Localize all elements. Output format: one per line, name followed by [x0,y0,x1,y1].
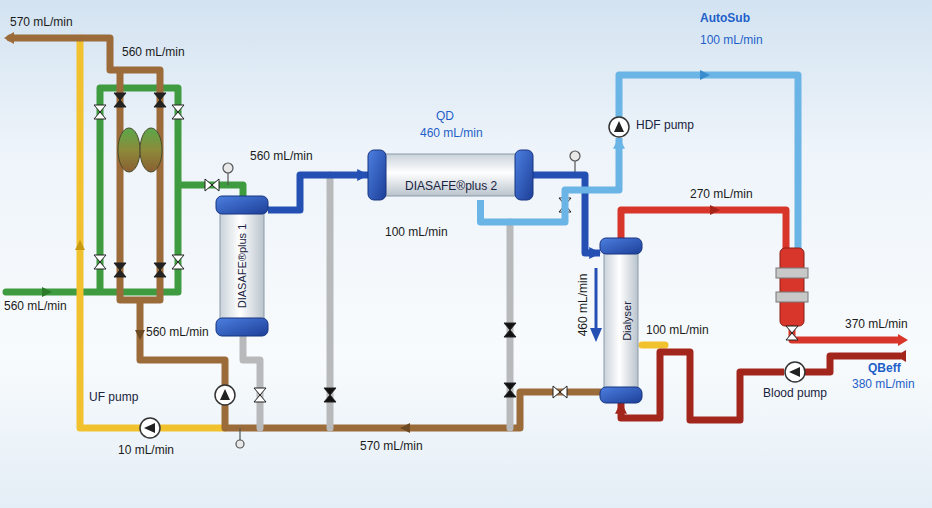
flow-rate: 10 mL/min [118,444,174,458]
flow-rate: 270 mL/min [690,188,753,202]
pipe-work [6,88,243,292]
pipe-work [619,75,798,250]
valve [94,105,106,119]
pump-symbol [784,361,806,383]
flow-arrow [75,240,85,250]
pipe-work [10,38,600,428]
flow-arrow [595,268,598,330]
flow-arrow [4,32,14,44]
flow-rate: 460 mL/min [420,127,483,141]
pump-symbol [608,116,630,138]
flow-rate: 100 mL/min [646,324,709,338]
valve [154,263,166,277]
flush-pump [215,385,235,405]
pipe-work [243,175,510,428]
pump: HDF pump [608,116,630,138]
flow-rate: 560 mL/min [146,326,209,340]
flow-rate: 570 mL/min [360,440,423,454]
valve [114,263,126,277]
filter: DIASAFE®plus 1 [216,196,268,336]
pressure-gauge [239,428,240,440]
pressure-gauge [236,440,244,448]
valve [172,105,184,119]
flow-rate: 380 mL/min [852,378,915,392]
valve [324,388,336,402]
valve [254,388,266,402]
valve [172,255,184,269]
flow-rate: 560 mL/min [4,300,67,314]
pressure-gauge [570,151,580,161]
valve [94,255,106,269]
flow-arrow [896,350,906,362]
balance-chamber [118,128,162,172]
valve [504,323,516,337]
pipe-work [80,38,225,428]
pipe-work [6,38,900,428]
flow-rate: QD [436,110,454,124]
pump-label: Blood pump [763,387,827,401]
valve [553,386,567,398]
pump-symbol [139,417,161,439]
drip-chamber [776,292,808,302]
component-label: DIASAFE®plus 1 [236,224,249,309]
flow-rate: 560 mL/min [122,46,185,60]
flush-pump [215,385,235,405]
valve [205,179,219,191]
balance-chamber [140,128,162,172]
flush-pump [220,389,230,400]
pressure-gauge [227,172,228,185]
line-name: AutoSub [700,12,750,26]
filter: Dialyser [600,238,642,403]
drip-chamber [780,248,804,326]
pump: UF pump [139,417,161,439]
drip-chamber [776,248,808,326]
flow-arrow [700,70,710,80]
filter: DIASAFE®plus 2 [368,150,533,200]
flow-rate: 100 mL/min [385,226,448,240]
flow-arrow [400,423,410,433]
pressure-gauge [223,163,233,173]
valve [786,326,798,340]
flow-arrow [710,205,720,215]
flow-arrow [898,334,908,346]
balance-chamber [118,128,140,172]
flow-arrow [42,287,52,297]
pump-label: UF pump [89,391,138,405]
drip-chamber [776,268,808,278]
flow-arrow [590,328,602,342]
component-label: DIASAFE®plus 2 [405,180,497,194]
flow-rate: 570 mL/min [10,16,73,30]
pump: Blood pump [784,361,806,383]
flow-arrow [135,330,145,340]
flow-rate: 460 mL/min [577,274,591,337]
flow-rate: 560 mL/min [250,150,313,164]
flow-rate: 100 mL/min [700,34,763,48]
pipe-work [642,342,665,349]
flow-pipe [268,175,368,210]
flow-pipe [621,352,784,420]
flow-arrow [4,32,908,433]
pump-label: HDF pump [636,119,694,133]
pressure-gauge [223,151,580,448]
valve [114,93,126,107]
flow-rate: 370 mL/min [845,318,908,332]
valve [154,93,166,107]
valve [504,383,516,397]
flow-rate: QBeff [868,362,901,376]
component-label: Dialyser [621,301,634,341]
